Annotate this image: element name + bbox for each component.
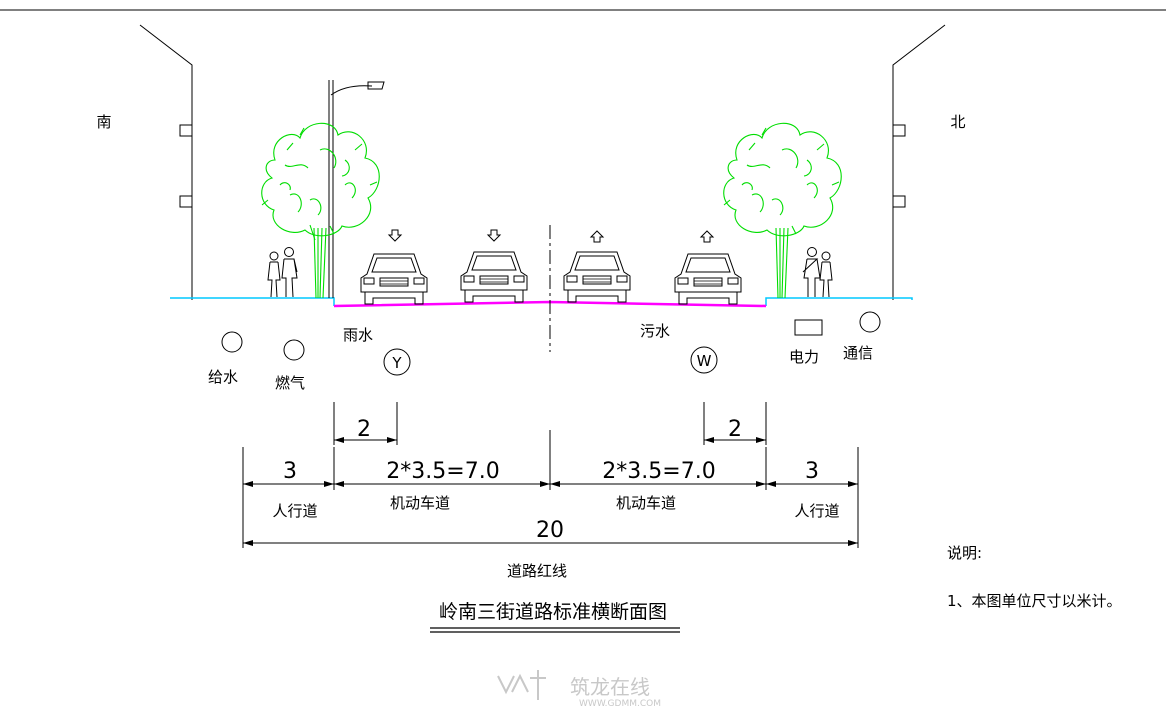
tree-right — [723, 122, 842, 299]
notes-item-1: 1、本图单位尺寸以米计。 — [947, 592, 1122, 610]
zone-sidewalk-right: 人行道 — [794, 502, 839, 520]
water-supply-pipe-icon — [221, 331, 243, 353]
direction-arrow-up-icon — [700, 230, 714, 243]
car-lane-3 — [563, 251, 631, 303]
pedestrians-right — [802, 247, 833, 298]
watermark-url: WWW.GDMM.COM — [579, 699, 661, 709]
rain-label: 雨水 — [343, 326, 373, 344]
pedestrians-left — [267, 247, 298, 298]
gas-label: 燃气 — [275, 374, 305, 392]
zone-sidewalk-left: 人行道 — [272, 502, 317, 520]
dimension-lanes-right: 2*3.5=7.0 — [602, 459, 715, 484]
building-south — [139, 24, 193, 300]
direction-arrow-down-icon — [487, 229, 501, 242]
power-label: 电力 — [789, 348, 819, 366]
tree-left — [261, 122, 380, 299]
car-lane-1 — [360, 253, 428, 305]
dimension-offset-left: 2 — [357, 417, 371, 442]
dimension-sidewalk-left: 3 — [283, 459, 297, 484]
drawing-title: 岭南三街道路标准横断面图 — [439, 601, 667, 623]
sewage-pipe-symbol: W — [697, 352, 712, 370]
car-lane-2 — [460, 251, 528, 303]
sewage-label: 污水 — [640, 322, 670, 340]
dimension-offset-right: 2 — [728, 417, 742, 442]
sewage-pipe-icon — [690, 346, 718, 374]
rain-pipe-symbol: Y — [391, 354, 402, 372]
power-duct-icon — [794, 319, 823, 336]
direction-arrow-up-icon — [590, 230, 604, 243]
dimension-lanes-left: 2*3.5=7.0 — [386, 459, 499, 484]
telecom-label: 通信 — [843, 344, 873, 362]
building-north — [892, 24, 946, 300]
direction-north-label: 北 — [950, 113, 965, 131]
zone-lanes-right: 机动车道 — [616, 494, 676, 512]
direction-south-label: 南 — [96, 113, 111, 131]
ground-line-right — [765, 297, 913, 306]
ground-line-left — [170, 297, 335, 306]
car-lane-4 — [674, 253, 742, 305]
direction-arrow-down-icon — [388, 229, 402, 242]
gas-pipe-icon — [283, 339, 305, 361]
notes-heading: 说明: — [947, 544, 982, 562]
water-supply-label: 给水 — [208, 368, 238, 386]
dimension-total: 20 — [536, 518, 564, 543]
red-line-label: 道路红线 — [507, 562, 567, 580]
telecom-pipe-icon — [859, 311, 881, 333]
watermark-logo-icon — [497, 670, 546, 700]
rain-pipe-icon — [383, 348, 411, 376]
watermark-name: 筑龙在线 — [570, 675, 650, 699]
dimension-sidewalk-right: 3 — [805, 459, 819, 484]
street-lamp — [328, 80, 385, 298]
dimension-arrowheads — [243, 437, 858, 546]
zone-lanes-left: 机动车道 — [390, 494, 450, 512]
